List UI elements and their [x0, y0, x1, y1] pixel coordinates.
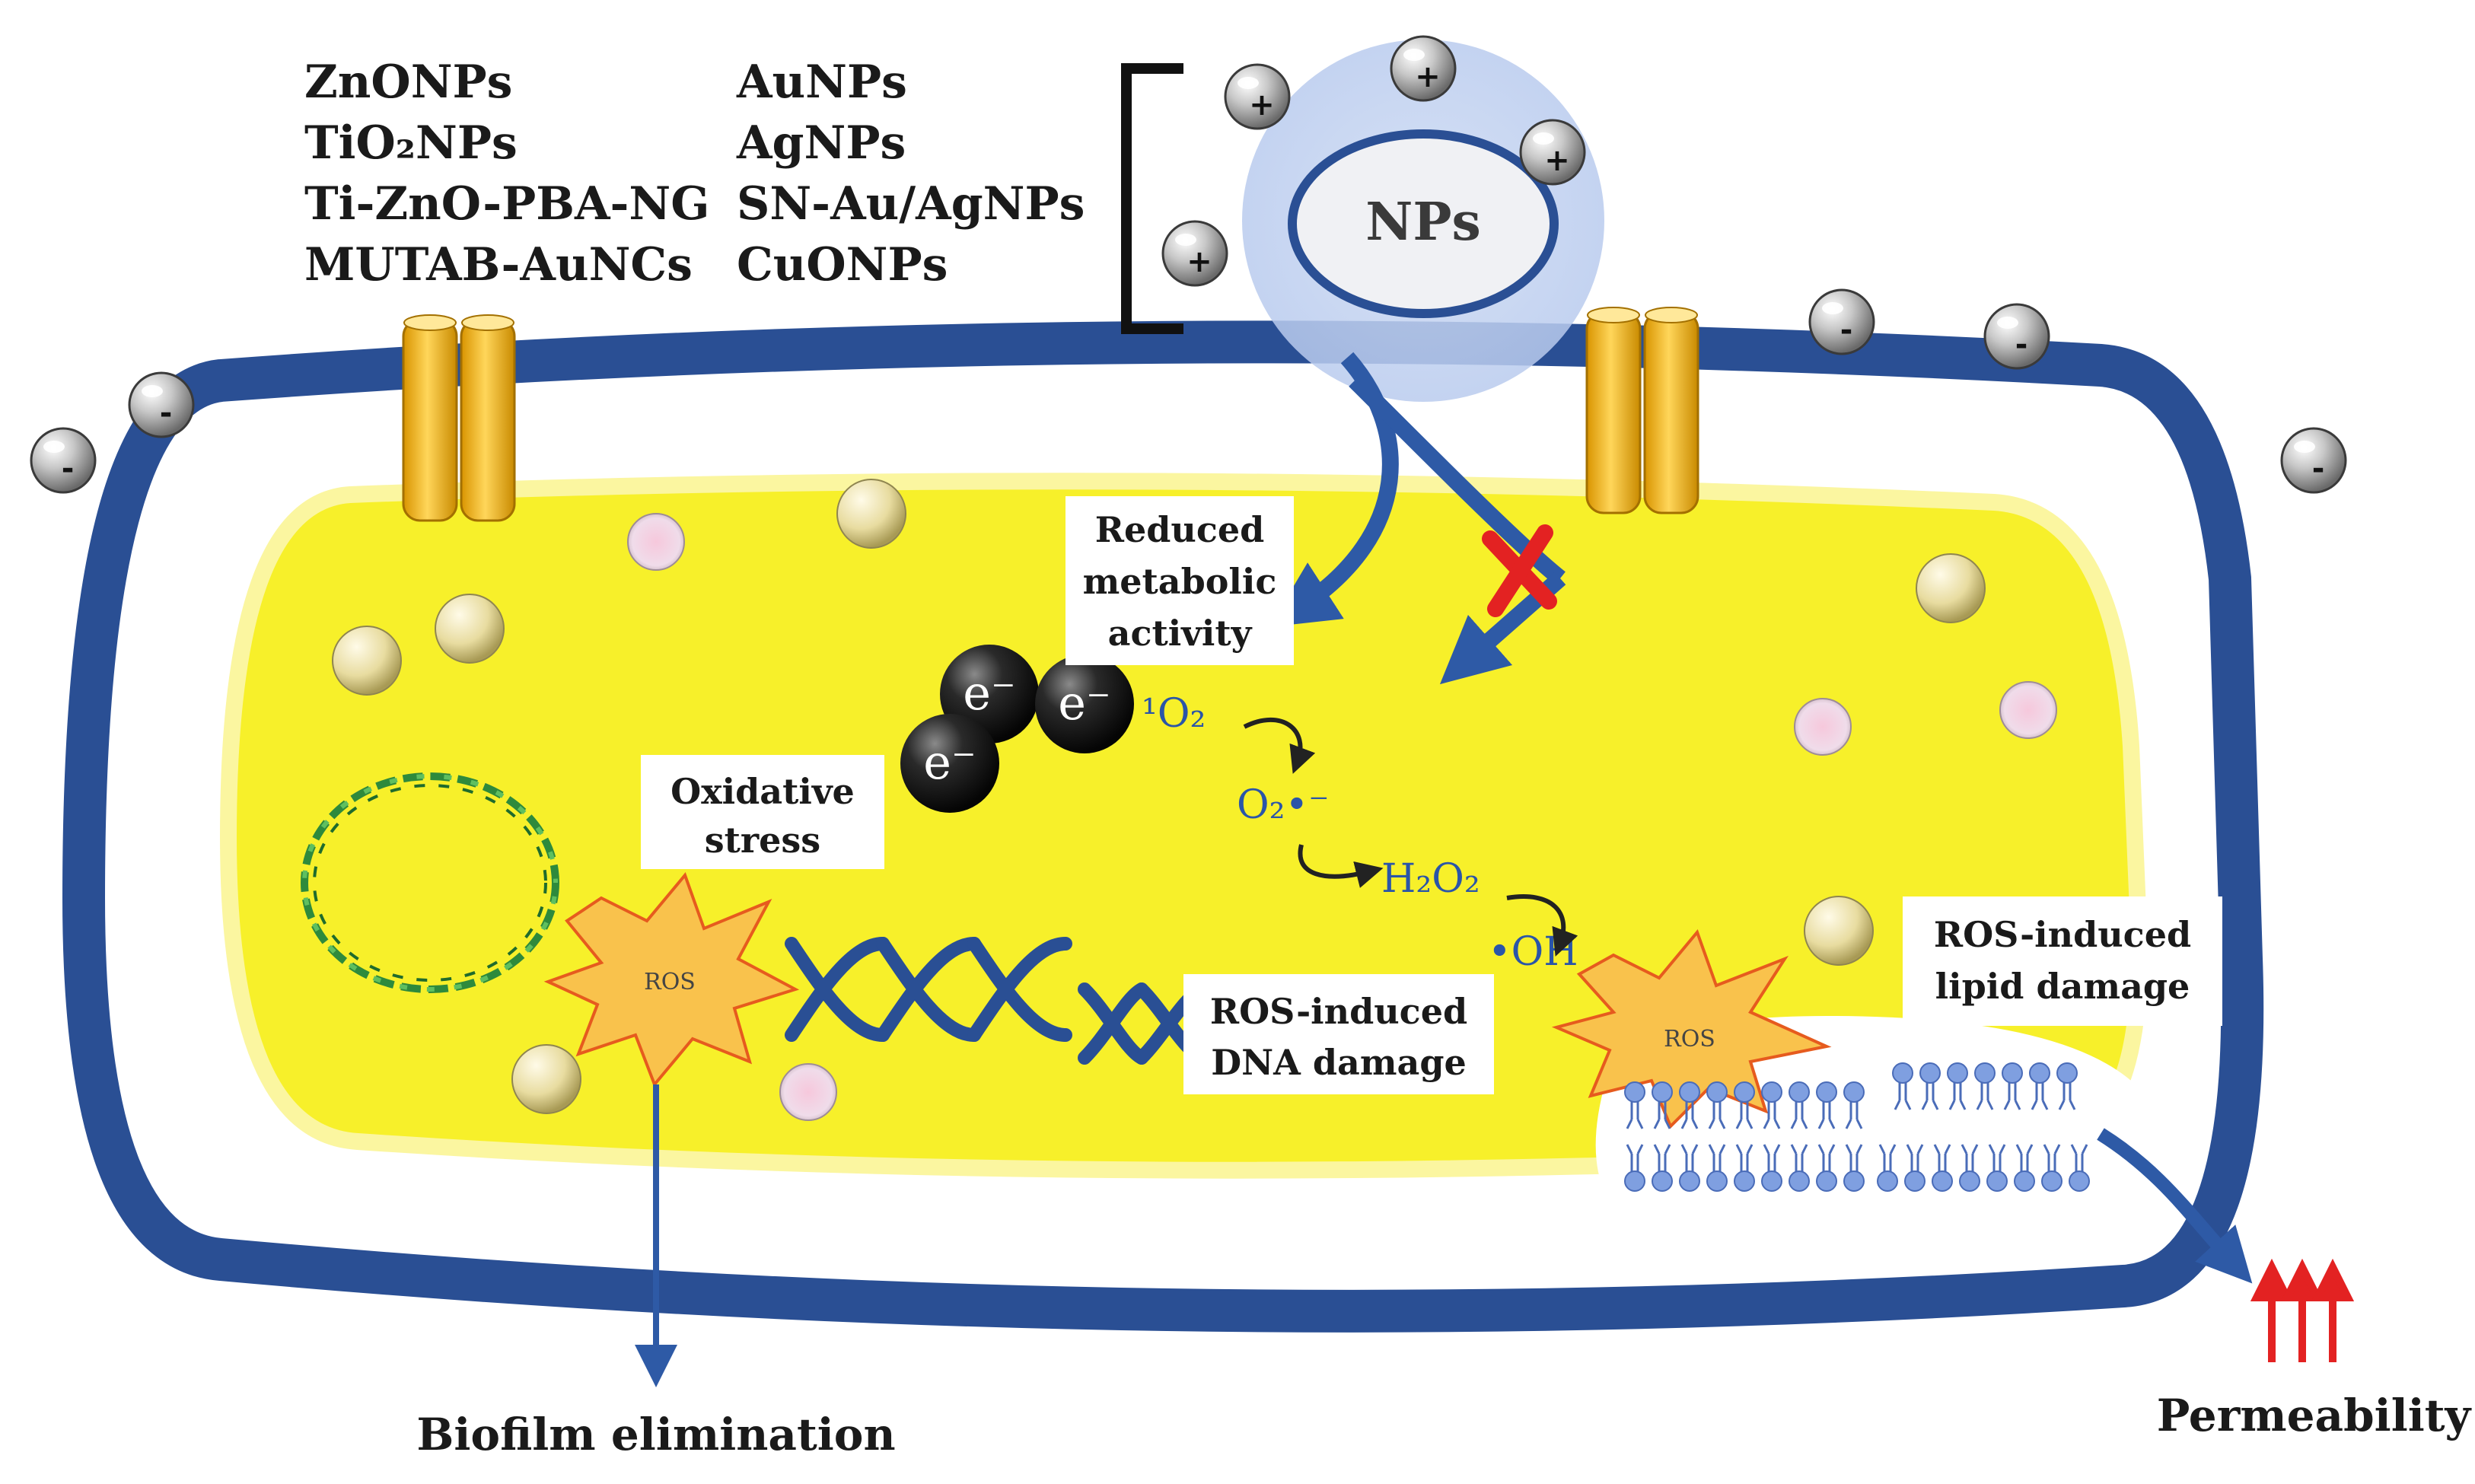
np-list-col1-item4: MUTAB-AuNCs [304, 238, 693, 291]
pink-granules [627, 513, 2057, 1121]
positive-particle-3: + [1519, 119, 1586, 186]
ros-step-arrow-2 [1298, 844, 1384, 888]
np-list-col1-item1: ZnONPs [304, 56, 512, 109]
dna-helix [785, 937, 1209, 1065]
negative-particle-1: - [30, 427, 97, 494]
negative-particle-2: - [128, 371, 195, 438]
cytoplasm-granules [332, 479, 1986, 1114]
svg-text:-: - [160, 396, 173, 431]
np-list-col2-item2: AgNPs [736, 116, 906, 170]
nanoparticle-list: ZnONPs TiO₂NPs Ti-ZnO-PBA-NG MUTAB-AuNCs… [304, 56, 1085, 291]
svg-text:-: - [1840, 313, 1853, 348]
np-bracket [1121, 63, 1183, 334]
ros-chain: ¹O₂ O₂•⁻ H₂O₂ •OH [1142, 691, 1578, 975]
np-list-col1-item3: Ti-ZnO-PBA-NG [304, 177, 710, 231]
permeability-increase-arrows [2250, 1258, 2355, 1362]
svg-text:e⁻: e⁻ [963, 665, 1015, 721]
positive-particle-2: + [1390, 35, 1457, 102]
svg-text:e⁻: e⁻ [923, 734, 976, 790]
positive-particle-1: + [1224, 63, 1291, 130]
oxidative-stress-line1: Oxidative [671, 771, 855, 812]
np-core: NPs [1242, 40, 1604, 402]
oxidative-stress-line2: stress [705, 820, 820, 861]
reduced-metabolic-box: Reduced metabolic activity [1065, 496, 1294, 665]
ros-step-arrow-1 [1243, 717, 1316, 774]
permeability-exit-arrow [2097, 1128, 2253, 1284]
plasmid-dna [301, 772, 559, 993]
svg-text:e⁻: e⁻ [1058, 675, 1110, 731]
np-list-col1-item2: TiO₂NPs [304, 116, 518, 170]
negative-particle-3: - [1808, 288, 1875, 355]
electron-3: e⁻ [900, 714, 999, 813]
negative-particle-4: - [1983, 303, 2050, 370]
reduced-metabolic-line2: metabolic [1083, 561, 1277, 602]
np-list-col2-item1: AuNPs [736, 56, 907, 109]
positive-particle-4: + [1161, 220, 1228, 287]
ros-left-label: ROS [644, 969, 696, 995]
electron-2: e⁻ [1035, 654, 1134, 753]
ros-burst-left: ROS [543, 872, 800, 1088]
svg-text:-: - [62, 451, 75, 486]
np-core-label: NPs [1365, 192, 1481, 253]
superoxide-label: O₂•⁻ [1237, 782, 1330, 828]
dna-damage-line2: DNA damage [1211, 1042, 1467, 1083]
reduced-metabolic-line1: Reduced [1095, 509, 1265, 550]
biofilm-elimination-label: Biofilm elimination [416, 1409, 895, 1460]
svg-text:+: + [1187, 244, 1212, 279]
membrane-channel-left [402, 314, 516, 522]
oxidative-stress-box: Oxidative stress [641, 755, 884, 869]
np-list-col2-item3: SN-Au/AgNPs [737, 177, 1085, 231]
dna-damage-box: ROS-induced DNA damage [1183, 974, 1494, 1094]
lipid-damage-line2: lipid damage [1935, 966, 2190, 1007]
blocked-entry-mark [1482, 524, 1557, 617]
reduced-metabolic-line3: activity [1108, 613, 1253, 654]
permeability-label: Permeability [2157, 1390, 2473, 1441]
ros-step-arrow-3 [1506, 894, 1578, 957]
svg-text:+: + [1415, 59, 1441, 94]
hydrogen-peroxide-label: H₂O₂ [1381, 856, 1480, 902]
lipid-damage-box: ROS-induced lipid damage [1903, 896, 2222, 1026]
negative-particle-5: - [2280, 427, 2347, 494]
svg-text:+: + [1249, 88, 1275, 123]
svg-text:-: - [2312, 451, 2325, 486]
lipid-damage-line1: ROS-induced [1934, 914, 2191, 955]
np-list-col2-item4: CuONPs [737, 238, 948, 291]
svg-text:+: + [1544, 143, 1570, 178]
singlet-oxygen-label: ¹O₂ [1142, 691, 1206, 737]
dna-damage-line1: ROS-induced [1210, 991, 1467, 1032]
membrane-channel-right [1585, 307, 1699, 514]
svg-text:-: - [2015, 327, 2028, 362]
ros-right-label: ROS [1664, 1026, 1715, 1052]
